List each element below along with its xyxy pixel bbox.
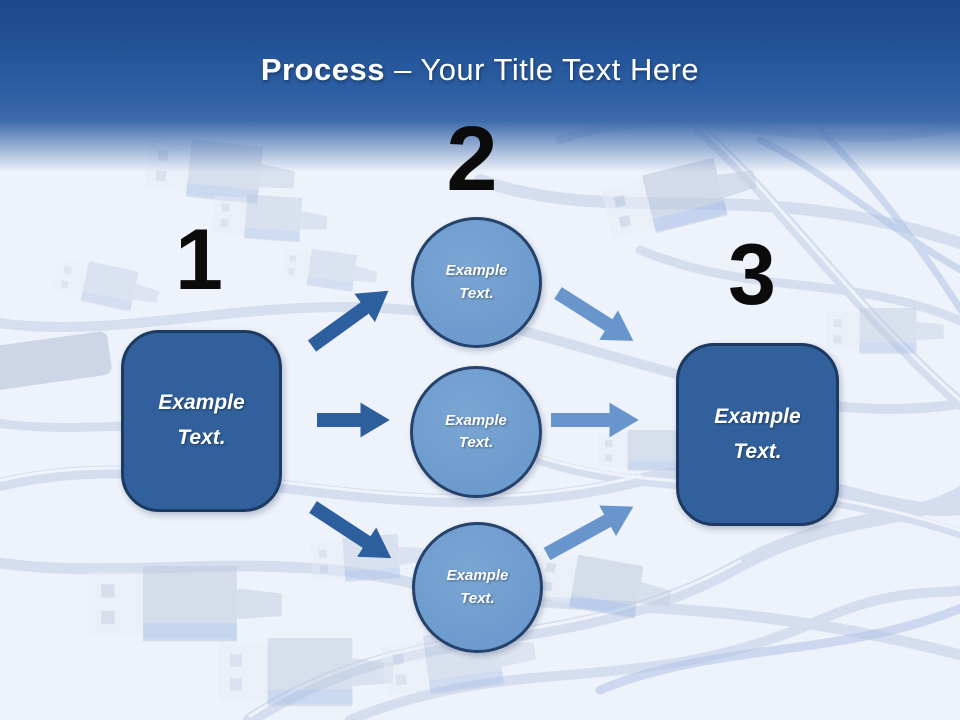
- step3-box[interactable]: Example Text.: [676, 343, 839, 526]
- title-topic: Process: [260, 52, 385, 87]
- step2-circle-bottom-label: Example Text.: [446, 567, 509, 607]
- step2-circle-top[interactable]: Example Text.: [411, 217, 542, 348]
- step2-circle-middle-label: Example Text.: [445, 411, 507, 452]
- arrow-circle-bottom-to-box3[interactable]: [543, 505, 634, 561]
- step2-circle-top-label: Example Text.: [445, 262, 508, 302]
- step3-number: 3: [728, 227, 776, 323]
- step2-circle-middle[interactable]: Example Text.: [410, 366, 542, 498]
- step1-box[interactable]: Example Text.: [121, 330, 282, 512]
- step1-box-label: Example Text.: [158, 391, 245, 449]
- arrow-box1-to-circle-bottom[interactable]: [309, 501, 392, 559]
- arrow-circle-top-to-box3[interactable]: [554, 287, 634, 341]
- arrow-box1-to-circle-top[interactable]: [307, 290, 389, 352]
- step3-box-label: Example Text.: [714, 404, 801, 463]
- header-band: [0, 0, 960, 172]
- step1-number: 1: [175, 212, 223, 308]
- title-placeholder: – Your Title Text Here: [384, 52, 700, 87]
- step2-number: 2: [446, 108, 498, 210]
- step2-circle-bottom[interactable]: Example Text.: [412, 522, 543, 653]
- slide-title[interactable]: Process – Your Title Text Here: [0, 52, 960, 88]
